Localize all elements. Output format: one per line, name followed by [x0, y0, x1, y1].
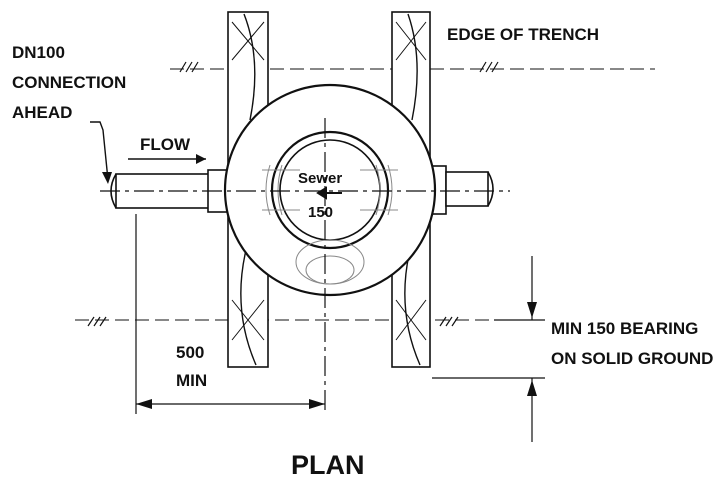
flow-label: FLOW [140, 135, 191, 154]
ground-hatch-marks [87, 61, 499, 327]
dimension-500-min: MIN [176, 371, 207, 390]
connection-leader [90, 121, 112, 184]
dimension-500-value: 500 [176, 343, 204, 362]
sewer-flow-arrow [316, 186, 342, 200]
hidden-fittings [262, 164, 398, 285]
flow-arrow [128, 154, 206, 164]
bearing-label-line2: ON SOLID GROUND [551, 349, 713, 368]
plan-title: PLAN [291, 450, 365, 480]
trench-edge-label: EDGE OF TRENCH [447, 25, 599, 44]
dimension-bearing [432, 256, 545, 442]
sewer-label: Sewer [298, 170, 342, 187]
connection-label-line1: DN100 [12, 43, 65, 62]
connection-label-line3: AHEAD [12, 103, 72, 122]
sewer-size-label: 150 [308, 204, 333, 221]
dimension-500 [135, 214, 325, 414]
connection-label-line2: CONNECTION [12, 73, 126, 92]
bearing-label-line1: MIN 150 BEARING [551, 319, 698, 338]
riser-ring-outer [270, 130, 390, 250]
